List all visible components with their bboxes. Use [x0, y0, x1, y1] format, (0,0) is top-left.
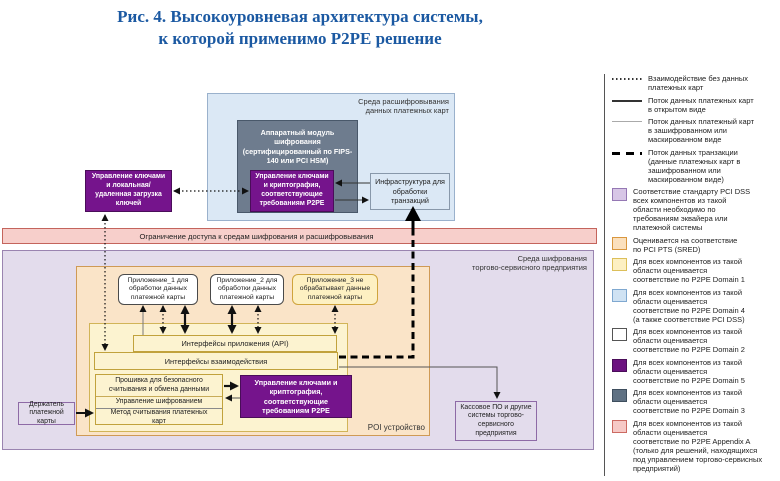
legend-item: Для всех компонентов из такой области оц…	[612, 257, 778, 284]
legend-item: Оценивается на соответствие по PCI PTS (…	[612, 236, 778, 254]
legend-label: Для всех компонентов из такой области оц…	[633, 388, 745, 415]
figure-title: Рис. 4. Высокоуровневая архитектура сист…	[0, 6, 600, 50]
legend-item: Соответствие стандарту PCI DSS всех комп…	[612, 187, 778, 232]
encryption-management-row: Управление шифрованием	[96, 396, 222, 408]
poi-device-label: POI устройство	[367, 423, 425, 432]
pci-pts-sred-swatch	[612, 236, 627, 250]
firmware-stack-box: Прошивка для безопасного считывания и об…	[95, 374, 223, 425]
legend-label: Соответствие стандарту PCI DSS всех комп…	[633, 187, 751, 232]
api-interfaces-bar: Интерфейсы приложения (API)	[133, 335, 337, 352]
access-restriction-band: Ограничение доступа к средам шифрования …	[2, 228, 597, 244]
legend: Взаимодействие без данных платежных карт…	[612, 74, 778, 473]
figure-title-line1: Рис. 4. Высокоуровневая архитектура сист…	[117, 7, 483, 26]
transaction-infrastructure-box: Инфраструктура для обработки транзакций	[370, 173, 450, 210]
legend-label: Для всех компонентов из такой области оц…	[633, 357, 745, 385]
legend-item: Взаимодействие без данных платежных карт	[612, 74, 778, 92]
poi-key-management-box: Управление ключами и криптография, соотв…	[240, 375, 352, 418]
card-reading-method-row: Метод считывания платежных карт	[96, 408, 222, 427]
p2pe-appendix-a-swatch	[612, 419, 627, 433]
secure-reading-firmware-row: Прошивка для безопасного считывания и об…	[108, 376, 210, 393]
solid-line-symbol	[612, 99, 642, 102]
legend-item: Для всех компонентов из такой области оц…	[612, 327, 778, 354]
key-loading-box: Управление ключами и локальная/ удаленна…	[85, 170, 172, 212]
cardholder-box: Держатель платежной карты	[18, 401, 75, 425]
legend-item: Для всех компонентов из такой области оц…	[612, 388, 778, 415]
figure-title-line2: к которой применимо P2PE решение	[158, 28, 442, 48]
legend-item: Поток данных транзакции (данные платежны…	[612, 148, 778, 184]
hsm-key-management-box: Управление ключами и криптография, соотв…	[250, 170, 334, 212]
legend-label: Для всех компонентов из такой области оц…	[633, 418, 763, 473]
interaction-interfaces-bar: Интерфейсы взаимодействия	[94, 352, 338, 370]
legend-item: Для всех компонентов из такой области оц…	[612, 288, 778, 324]
access-restriction-label: Ограничение доступа к средам шифрования …	[139, 231, 374, 241]
legend-item: Для всех компонентов из такой области оц…	[612, 358, 778, 385]
decryption-environment-label: Среда расшифровывания данных платежных к…	[358, 97, 449, 116]
p2pe-domain2-swatch	[612, 328, 627, 341]
p2pe-domain4-swatch	[612, 288, 627, 302]
pci-dss-swatch	[612, 188, 627, 201]
legend-label: Поток данных платежный карт в зашифрован…	[648, 117, 755, 144]
application-3-box: Приложение_3 не обрабатывает данные плат…	[292, 274, 378, 305]
legend-item: Поток данных платежных карт в открытом в…	[612, 96, 778, 114]
application-2-box: Приложение_2 для обработки данных платеж…	[210, 274, 284, 305]
p2pe-domain3-swatch	[612, 389, 627, 402]
legend-item: Поток данных платежный карт в зашифрован…	[612, 117, 778, 144]
legend-label: Поток данных транзакции (данные платежны…	[648, 147, 741, 184]
merchant-environment-label: Среда шифрования торгово-сервисного пред…	[472, 254, 587, 273]
pos-software-box: Кассовое ПО и другие системы торгово- се…	[455, 401, 537, 441]
legend-label: Оценивается на соответствие по PCI PTS (…	[633, 235, 738, 254]
thin-line-symbol	[612, 121, 642, 122]
p2pe-domain5-swatch	[612, 358, 627, 372]
legend-item: Для всех компонентов из такой области оц…	[612, 419, 778, 473]
legend-label: Для всех компонентов из такой области оц…	[633, 327, 745, 354]
legend-label: Для всех компонентов из такой области оц…	[633, 257, 745, 284]
legend-label: Для всех компонентов из такой области оц…	[633, 287, 745, 324]
dotted-line-symbol	[612, 78, 642, 80]
application-1-box: Приложение_1 для обработки данных платеж…	[118, 274, 198, 305]
legend-label: Поток данных платежных карт в открытом в…	[648, 95, 754, 114]
p2pe-domain1-swatch	[612, 258, 627, 271]
bold-dashed-line-symbol	[612, 151, 642, 155]
legend-divider	[604, 74, 605, 476]
legend-label: Взаимодействие без данных платежных карт	[648, 74, 749, 92]
